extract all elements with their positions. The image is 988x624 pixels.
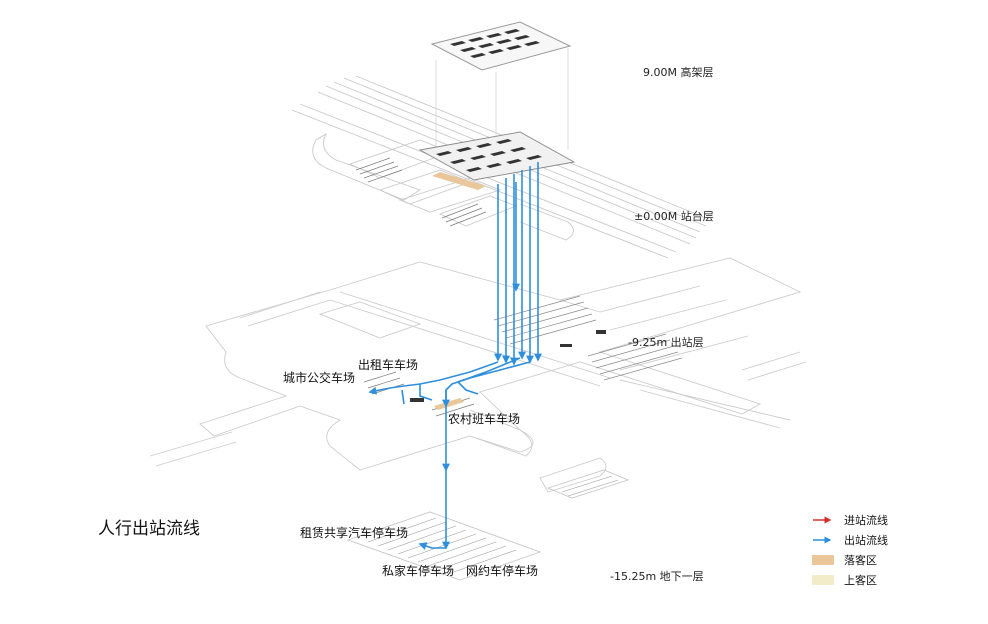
diagram-title: 人行出站流线 [98, 519, 200, 539]
zone-label-rental: 租赁共享汽车停车场 [300, 526, 409, 540]
legend-item-dropoff: 落客区 [812, 550, 982, 570]
level-label-platform: ±0.00M 站台层 [634, 210, 714, 223]
legend-label: 进站流线 [844, 514, 888, 527]
legend: 进站流线 出站流线 落客区 上客区 [812, 510, 982, 590]
exit-flow-lines [368, 162, 542, 550]
blue-arrow-icon [812, 536, 834, 544]
level-label-basement: -15.25m 地下一层 [610, 570, 704, 583]
zone-label-rural-bus: 农村班车车场 [448, 412, 521, 426]
level-label-elevated: 9.00M 高架层 [643, 66, 714, 79]
legend-label: 出站流线 [844, 534, 888, 547]
basement-parking-grid [367, 475, 619, 575]
exit-level-plan [149, 257, 807, 493]
zone-label-city-bus: 城市公交车场 [283, 371, 356, 385]
level-label-exit: -9.25m 出站层 [628, 336, 704, 349]
platform-station-detail [436, 139, 542, 172]
legend-item-exit-flow: 出站流线 [812, 530, 982, 550]
basement-level-plan [346, 469, 630, 581]
legend-item-entry-flow: 进站流线 [812, 510, 982, 530]
dropoff-zone-platform [432, 172, 486, 190]
legend-label: 上客区 [844, 574, 877, 587]
red-arrow-icon [812, 516, 834, 524]
platform-hatch [355, 157, 487, 227]
pickup-swatch [812, 575, 834, 585]
zone-label-private: 私家车停车场 [382, 564, 455, 578]
legend-item-pickup: 上客区 [812, 570, 982, 590]
elevated-level-plan [430, 21, 572, 71]
zone-label-taxi: 出租车车场 [358, 358, 419, 372]
zone-label-ride-hailing: 网约车停车场 [466, 564, 539, 578]
dropoff-zone-exit [434, 398, 464, 410]
legend-label: 落客区 [844, 554, 877, 567]
exit-level-parking-grids [493, 295, 683, 381]
platform-station-block [418, 131, 576, 181]
dropoff-swatch [812, 555, 834, 565]
exit-level-details [410, 330, 606, 402]
